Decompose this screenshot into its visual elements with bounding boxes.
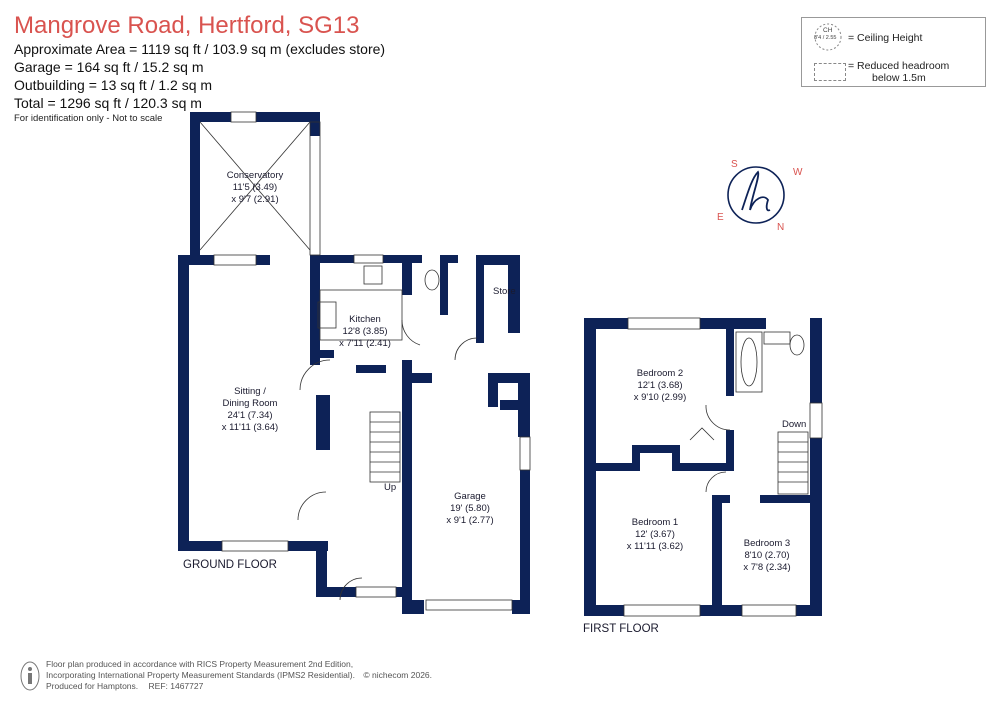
stairs-down-label: Down	[782, 419, 807, 430]
ch-abbr: CH	[823, 27, 833, 34]
room-name: Bedroom 2	[636, 368, 684, 379]
room-dim: x 9'7 (2.91)	[231, 194, 279, 205]
room-garage: Garage 19' (5.80) x 9'1 (2.77)	[425, 491, 515, 527]
room-dim: 12'8 (3.85)	[342, 326, 388, 337]
compass-north: N	[777, 222, 785, 233]
room-name: Dining Room	[222, 398, 278, 409]
room-name: Garage	[454, 491, 486, 502]
room-kitchen: Kitchen 12'8 (3.85) x 7'11 (2.41)	[325, 314, 405, 350]
ground-floor-label: GROUND FLOOR	[183, 559, 277, 571]
ceiling-height-label: = Ceiling Height	[848, 32, 923, 44]
measurement-standard-icon	[20, 661, 40, 691]
disclaimer: For identification only - Not to scale	[14, 113, 163, 124]
total-area: Total = 1296 sq ft / 120.3 sq m	[14, 95, 202, 111]
approximate-area: Approximate Area = 1119 sq ft / 103.9 sq…	[14, 41, 386, 57]
ground-floor-walls	[178, 112, 530, 614]
stairs-up-label: Up	[384, 482, 397, 493]
footer-line-1: Floor plan produced in accordance with R…	[46, 659, 354, 669]
footer-line-2: Incorporating International Property Mea…	[46, 670, 355, 680]
room-dim: 12' (3.67)	[635, 529, 675, 540]
garage-area: Garage = 164 sq ft / 15.2 sq m	[14, 59, 204, 75]
reduced-headroom-label: = Reduced headroom	[848, 60, 950, 72]
footer: Floor plan produced in accordance with R…	[46, 659, 466, 692]
room-dim: x 11'11 (3.62)	[626, 541, 684, 552]
room-store: Store	[493, 286, 516, 297]
room-bedroom-3: Bedroom 3 8'10 (2.70) x 7'8 (2.34)	[722, 538, 812, 574]
outbuilding-area: Outbuilding = 13 sq ft / 1.2 sq m	[14, 77, 213, 93]
first-floor-walls	[584, 318, 822, 616]
compass-east: E	[717, 212, 724, 223]
ch-sample: 8'4 / 2.55	[814, 35, 837, 41]
footer-ref: REF: 1467727	[148, 681, 204, 691]
room-dim: x 7'8 (2.34)	[743, 562, 791, 573]
compass-south: S	[731, 159, 738, 170]
room-dim: x 9'10 (2.99)	[633, 392, 687, 403]
room-dim: 24'1 (7.34)	[227, 410, 273, 421]
room-dim: 12'1 (3.68)	[637, 380, 683, 391]
footer-copyright: © nichecom 2026.	[363, 670, 433, 680]
footer-line-3: Produced for Hamptons.	[46, 681, 139, 691]
room-dim: x 11'11 (3.64)	[221, 422, 279, 433]
compass-logo-icon	[727, 166, 785, 224]
legend-box: CH 8'4 / 2.55 = Ceiling Height = Reduced…	[801, 17, 986, 87]
reduced-headroom-label-2: below 1.5m	[872, 72, 926, 84]
fixtures	[199, 111, 823, 617]
room-name: Bedroom 3	[743, 538, 791, 549]
room-dim: x 7'11 (2.41)	[339, 338, 391, 349]
room-bedroom-2: Bedroom 2 12'1 (3.68) x 9'10 (2.99)	[610, 368, 710, 404]
room-dim: x 9'1 (2.77)	[446, 515, 494, 526]
room-name: Sitting /	[234, 386, 266, 397]
room-name: Conservatory	[226, 170, 284, 181]
room-dim: 8'10 (2.70)	[744, 550, 790, 561]
room-bedroom-1: Bedroom 1 12' (3.67) x 11'11 (3.62)	[605, 517, 705, 553]
compass-west: W	[793, 167, 803, 178]
room-name: Kitchen	[349, 314, 381, 325]
room-dim: 19' (5.80)	[450, 503, 490, 514]
ceiling-height-icon	[814, 23, 842, 51]
room-conservatory: Conservatory 11'5 (3.49) x 9'7 (2.91)	[205, 170, 305, 206]
first-floor-label: FIRST FLOOR	[583, 623, 659, 635]
reduced-headroom-icon	[814, 63, 846, 81]
room-name: Bedroom 1	[631, 517, 679, 528]
room-sitting-dining: Sitting / Dining Room 24'1 (7.34) x 11'1…	[200, 386, 300, 434]
page-title: Mangrove Road, Hertford, SG13	[14, 12, 360, 39]
room-dim: 11'5 (3.49)	[232, 182, 278, 193]
